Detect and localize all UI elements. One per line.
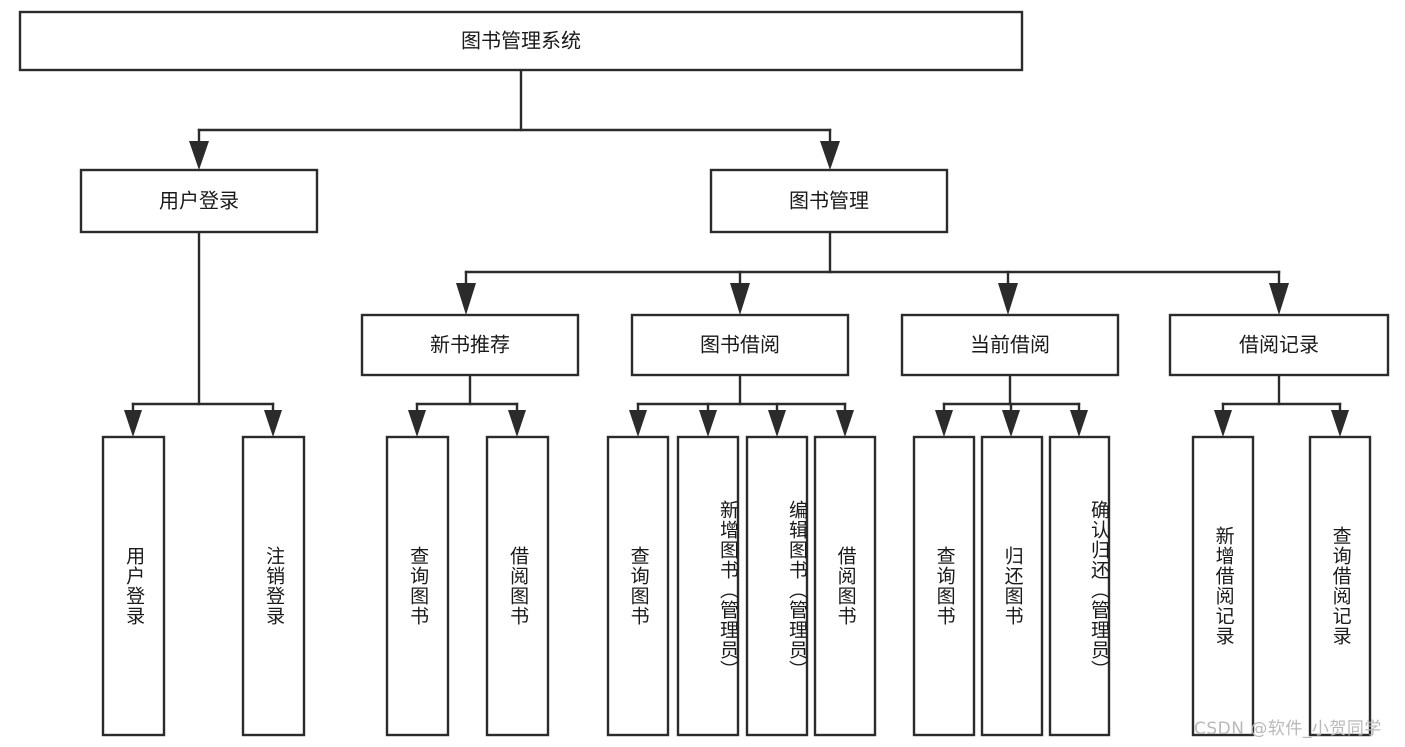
node-leaf-borrow-book-2-box[interactable] bbox=[813, 435, 877, 737]
node-new-book-recommend-label: 新书推荐 bbox=[430, 333, 510, 357]
arrow-head-leaf-query-record bbox=[1331, 410, 1349, 437]
arrow-head-leaf-query-book-2 bbox=[629, 410, 647, 437]
arrow-head-book-borrow bbox=[730, 283, 750, 315]
node-leaf-borrow-book-1-box[interactable] bbox=[485, 435, 550, 737]
node-user-login[interactable]: 用户登录 bbox=[79, 168, 319, 234]
arrow-head-leaf-borrow-book-1 bbox=[508, 410, 526, 437]
connectors-user-login-to-leaves bbox=[124, 230, 282, 437]
arrow-head-leaf-user-logout bbox=[264, 410, 282, 437]
node-root-label: 图书管理系统 bbox=[461, 29, 581, 53]
node-borrow-record-box[interactable] bbox=[1168, 313, 1390, 377]
connectors-root-to-level2 bbox=[189, 68, 840, 170]
arrow-head-leaf-edit-book bbox=[768, 410, 786, 437]
arrow-head-new-book bbox=[456, 283, 476, 315]
node-leaf-query-record-box[interactable] bbox=[1308, 435, 1372, 737]
arrow-head-user-login bbox=[189, 141, 209, 170]
csdn-watermark: CSDN @软件_小贺同学 bbox=[1194, 719, 1382, 739]
node-current-borrow-box[interactable] bbox=[900, 313, 1120, 377]
arrow-head-leaf-user-login bbox=[124, 410, 142, 437]
arrow-head-current-borrow bbox=[998, 283, 1018, 315]
node-borrow-record-label: 借阅记录 bbox=[1239, 333, 1319, 357]
node-current-borrow[interactable]: 当前借阅 bbox=[900, 313, 1120, 377]
node-root[interactable]: 图书管理系统 bbox=[18, 10, 1024, 72]
arrow-head-leaf-add-book bbox=[699, 410, 717, 437]
connectors-current-borrow-to-leaves bbox=[935, 373, 1088, 437]
node-borrow-record[interactable]: 借阅记录 bbox=[1168, 313, 1390, 377]
arrow-head-borrow-record bbox=[1269, 283, 1289, 315]
node-root-box[interactable] bbox=[18, 10, 1024, 72]
arrow-head-leaf-confirm-return bbox=[1070, 410, 1088, 437]
node-leaf-user-logout-box[interactable] bbox=[241, 435, 306, 737]
arrow-head-leaf-query-book-3 bbox=[935, 410, 953, 437]
node-book-borrow-label: 图书借阅 bbox=[700, 333, 780, 357]
node-leaf-add-record-box[interactable] bbox=[1191, 435, 1255, 737]
connectors-book-borrow-to-leaves bbox=[629, 373, 854, 437]
node-leaf-query-book-3-box[interactable] bbox=[912, 435, 976, 737]
arrow-head-leaf-borrow-book-2 bbox=[836, 410, 854, 437]
arrow-head-leaf-query-book-1 bbox=[408, 410, 426, 437]
arrow-head-leaf-add-record bbox=[1214, 410, 1232, 437]
connectors-book-manage-to-level3 bbox=[456, 230, 1289, 315]
node-leaf-edit-book-box[interactable] bbox=[745, 435, 809, 737]
arrow-head-leaf-return-book bbox=[1002, 410, 1020, 437]
leaf-boxes bbox=[101, 435, 1372, 737]
connectors-borrow-record-to-leaves bbox=[1214, 373, 1349, 437]
node-user-login-box[interactable] bbox=[79, 168, 319, 234]
node-leaf-return-book-box[interactable] bbox=[980, 435, 1044, 737]
node-book-manage[interactable]: 图书管理 bbox=[709, 168, 949, 234]
node-current-borrow-label: 当前借阅 bbox=[970, 333, 1050, 357]
node-new-book-recommend[interactable]: 新书推荐 bbox=[360, 313, 580, 377]
node-leaf-add-book-box[interactable] bbox=[676, 435, 740, 737]
node-new-book-recommend-box[interactable] bbox=[360, 313, 580, 377]
node-book-manage-label: 图书管理 bbox=[789, 189, 869, 213]
node-book-borrow-box[interactable] bbox=[630, 313, 850, 377]
node-leaf-query-book-1-box[interactable] bbox=[385, 435, 450, 737]
arrow-head-book-manage bbox=[820, 141, 840, 170]
node-book-manage-box[interactable] bbox=[709, 168, 949, 234]
connectors-new-book-to-leaves bbox=[408, 373, 526, 437]
node-leaf-confirm-return-box[interactable] bbox=[1048, 435, 1111, 737]
node-leaf-user-login-box[interactable] bbox=[101, 435, 166, 737]
node-leaf-query-book-2-box[interactable] bbox=[606, 435, 670, 737]
node-user-login-label: 用户登录 bbox=[159, 189, 239, 213]
node-book-borrow[interactable]: 图书借阅 bbox=[630, 313, 850, 377]
